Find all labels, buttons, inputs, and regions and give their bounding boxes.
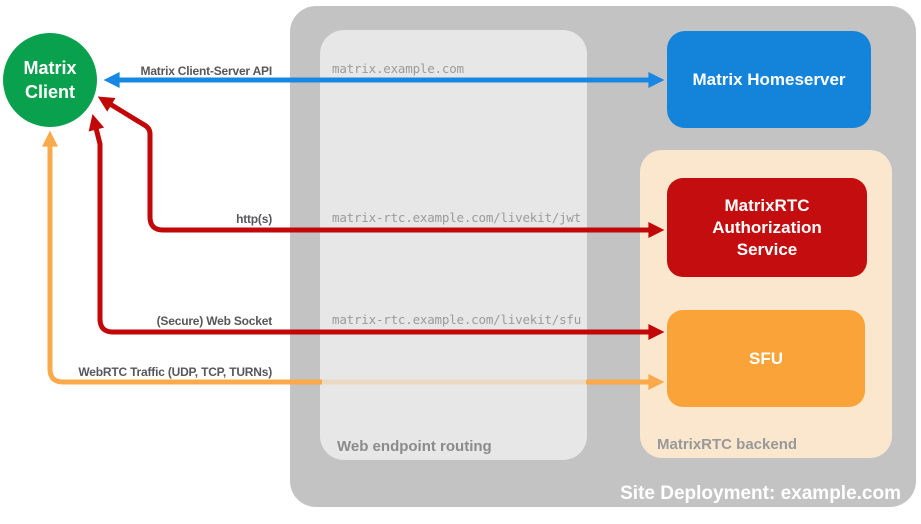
client-server-api-protocol-label: Matrix Client-Server API [140,64,273,78]
homeserver-route-label: matrix.example.com [332,61,464,76]
site-deployment-label: Site Deployment: example.com [620,483,901,504]
matrixrtc-auth-service-label: MatrixRTC Authorization Service [712,195,822,259]
matrixrtc-auth-service-node: MatrixRTC Authorization Service [667,178,867,277]
matrix-homeserver-label: Matrix Homeserver [692,69,846,89]
sfu-route-label: matrix-rtc.example.com/livekit/sfu [332,312,582,327]
web-endpoint-routing-label: Web endpoint routing [337,438,492,455]
web-endpoint-routing-container [320,30,587,460]
websocket-protocol-label: (Secure) Web Socket [156,314,273,328]
sfu-node: SFU [667,310,865,407]
webrtc-traffic-protocol-label: WebRTC Traffic (UDP, TCP, TURNs) [78,365,272,379]
matrix-client-label: Matrix Client [23,58,77,102]
sfu-label: SFU [749,348,783,368]
jwt-route-label: matrix-rtc.example.com/livekit/jwt [332,210,582,225]
matrix-homeserver-node: Matrix Homeserver [667,31,871,128]
https-protocol-label: http(s) [236,212,272,226]
matrix-client-node: Matrix Client [3,33,97,127]
matrixrtc-backend-label: MatrixRTC backend [657,436,798,453]
